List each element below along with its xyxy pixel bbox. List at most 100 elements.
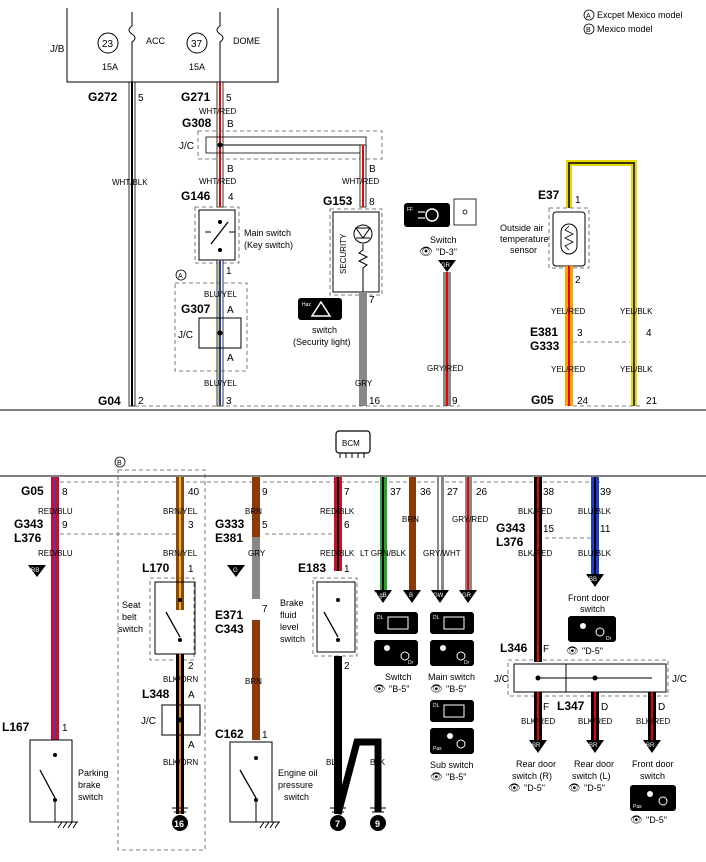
svg-text:Switch: Switch [430, 235, 457, 245]
svg-text:G: G [233, 568, 238, 574]
svg-text:GRY: GRY [355, 379, 373, 388]
svg-text:BB: BB [589, 577, 597, 583]
svg-text:27: 27 [447, 487, 459, 498]
eye-icon: 👁 [373, 684, 386, 695]
legend-b: Mexico model [597, 24, 653, 34]
eye-icon: 👁 [568, 783, 581, 794]
conn-l347: L347 [557, 699, 585, 713]
svg-text:J/C: J/C [672, 674, 687, 685]
front-door-icon: Dr [568, 616, 616, 642]
bcm-block: BCM [335, 430, 371, 458]
svg-text:BLK/RED: BLK/RED [578, 717, 612, 726]
conn-g343: G343 [14, 517, 44, 531]
svg-text:BR: BR [646, 743, 655, 749]
gw-tag [431, 590, 449, 603]
svg-text:16: 16 [369, 396, 381, 407]
b-tag [403, 590, 421, 603]
svg-text:BLK/RED: BLK/RED [518, 507, 552, 516]
svg-text:37: 37 [390, 487, 402, 498]
svg-text:B: B [409, 593, 413, 599]
oil-pressure-switch [229, 741, 273, 823]
svg-text:11: 11 [600, 524, 611, 535]
svg-text:BLU/YEL: BLU/YEL [204, 290, 237, 299]
svg-text:Pas: Pas [433, 746, 442, 752]
conn-c162: C162 [215, 727, 244, 741]
svg-text:RED/BLU: RED/BLU [38, 549, 73, 558]
svg-text:B: B [227, 164, 234, 175]
svg-text:Brake: Brake [280, 598, 304, 608]
svg-text:GR: GR [441, 263, 451, 269]
svg-text:(Key switch): (Key switch) [244, 240, 293, 250]
wire-blk-red [534, 477, 542, 662]
wire-blk-orn [176, 654, 184, 814]
svg-text:LgB: LgB [376, 593, 387, 599]
svg-text:5: 5 [226, 93, 232, 104]
wire-gry-wht [437, 477, 444, 590]
svg-text:A: A [227, 353, 234, 364]
svg-text:DOME: DOME [233, 36, 260, 46]
eye-icon: 👁 [419, 246, 433, 258]
svg-text:1: 1 [62, 723, 68, 734]
svg-text:2: 2 [188, 661, 194, 672]
svg-text:ACC: ACC [146, 36, 166, 46]
svg-text:BRN: BRN [402, 515, 419, 524]
svg-text:F: F [543, 644, 549, 655]
svg-text:15A: 15A [189, 62, 205, 72]
wire-brn-yel [176, 477, 184, 610]
br-tag-3 [643, 740, 661, 753]
svg-text:BLK/RED: BLK/RED [518, 549, 552, 558]
svg-text:switch: switch [78, 792, 103, 802]
svg-text:36: 36 [420, 487, 432, 498]
wire-blk-red-5 [648, 692, 656, 740]
switch-dl-icon-2: DL Dr [430, 612, 474, 666]
svg-text:3: 3 [188, 520, 194, 531]
svg-text:FF: FF [407, 207, 413, 213]
svg-text:5: 5 [262, 520, 268, 531]
jc-l348 [161, 704, 201, 736]
wire-yellow-loop [566, 160, 637, 406]
g-tag [227, 565, 245, 577]
svg-text:WHT/BLK: WHT/BLK [112, 178, 148, 187]
svg-text:7: 7 [262, 604, 268, 615]
conn-g272: G272 [88, 90, 118, 104]
svg-text:switch: switch [640, 771, 665, 781]
conn-g05-bottom: G05 [21, 484, 44, 498]
lgb-tag [374, 590, 392, 603]
legend: A Excpet Mexico model B Mexico model [583, 9, 683, 35]
svg-text:WHT/RED: WHT/RED [342, 177, 380, 186]
svg-text:YEL/RED: YEL/RED [551, 307, 585, 316]
wire-lt-grn-blk [380, 477, 387, 590]
svg-text:YEL/BLK: YEL/BLK [620, 365, 653, 374]
conn-g04: G04 [98, 394, 121, 408]
svg-text:YEL/BLK: YEL/BLK [620, 307, 653, 316]
wire-gry [359, 292, 367, 406]
svg-text:Front door: Front door [568, 593, 610, 603]
legend-a: Excpet Mexico model [597, 10, 683, 20]
front-door-pas-icon: Pas [630, 785, 676, 811]
svg-text:A: A [178, 273, 183, 280]
ground-9-icon: 9 [370, 807, 386, 831]
conn-g343-b: G343 [496, 521, 526, 535]
wire-wht-blk [128, 81, 136, 407]
svg-text:40: 40 [188, 487, 200, 498]
svg-text:switch: switch [580, 604, 605, 614]
svg-text:WHT/RED: WHT/RED [199, 177, 237, 186]
svg-text:"D-5": "D-5" [646, 815, 667, 825]
svg-text:DL: DL [433, 615, 440, 621]
seat-belt-switch [154, 581, 196, 655]
svg-text:Rear door: Rear door [516, 759, 556, 769]
svg-text:6: 6 [344, 520, 350, 531]
jc-g308 [197, 130, 383, 160]
wire-brn-2 [252, 620, 260, 740]
svg-text:7: 7 [369, 295, 375, 306]
svg-text:BRN: BRN [245, 677, 262, 686]
svg-text:7: 7 [335, 819, 340, 829]
svg-text:switch (R): switch (R) [512, 771, 552, 781]
svg-text:J/C: J/C [179, 141, 194, 152]
eye-icon: 👁 [430, 772, 443, 783]
gr-tag [438, 260, 456, 272]
svg-text:"D-5": "D-5" [524, 783, 545, 793]
wire-blk-red-4 [591, 692, 599, 740]
svg-text:BLU/YEL: BLU/YEL [204, 379, 237, 388]
svg-text:fluid: fluid [280, 610, 297, 620]
